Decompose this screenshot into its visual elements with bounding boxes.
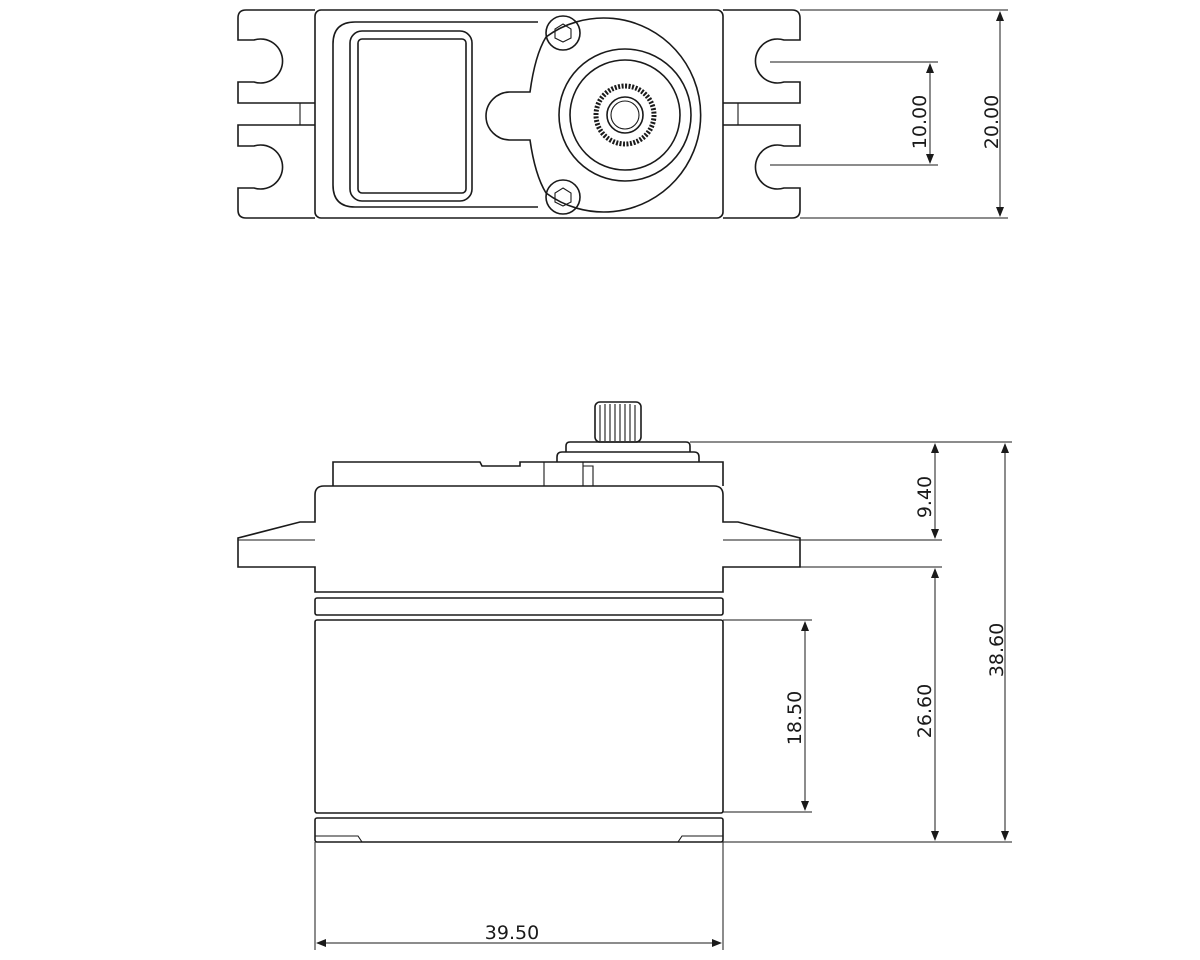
upper-case-with-flanges (237, 485, 801, 593)
spline-teeth (599, 404, 636, 441)
gear-housing (485, 17, 702, 213)
top-cover (332, 461, 724, 486)
top-right-mounting-tab (723, 9, 801, 219)
output-gear-ring-outer (558, 48, 692, 182)
case-middle-extension-lines (723, 619, 812, 813)
bottom-case (314, 817, 724, 843)
side-view-dimensions: 38.60 9.40 26.60 18.50 39.50 (314, 441, 1012, 950)
top-view (237, 9, 801, 219)
screw-head-icon (545, 15, 581, 51)
dimension-length-label: 39.50 (485, 922, 539, 944)
output-gear-cap (565, 441, 691, 452)
dimension-hole-spacing-label: 10.00 (909, 95, 931, 149)
hole-spacing-extension-lines (770, 61, 938, 166)
output-spline-side (594, 401, 642, 443)
screw-bottom (545, 179, 581, 215)
screw-head-icon (545, 179, 581, 215)
output-shaft (606, 96, 644, 134)
length-extension-lines (314, 842, 724, 950)
top-body-outline (314, 9, 724, 219)
top-left-mounting-tab (237, 9, 315, 219)
case-band (314, 597, 724, 616)
screw-top (545, 15, 581, 51)
dimension-below-flange-label: 26.60 (914, 684, 936, 738)
dimension-above-flange-label: 9.40 (914, 476, 936, 518)
flange-extension-lines (800, 539, 942, 568)
output-gear-ring-inner (569, 59, 681, 171)
side-view (237, 401, 801, 843)
label-window-inner (357, 38, 467, 194)
middle-case (314, 619, 724, 814)
hex-socket-icon (554, 187, 572, 207)
dimension-case-middle-label: 18.50 (784, 691, 806, 745)
output-spline (593, 83, 657, 147)
bottom-feet (315, 835, 723, 843)
output-shaft-hole (610, 100, 640, 130)
total-height-extension-lines (690, 441, 1012, 843)
dimension-total-height-label: 38.60 (986, 623, 1008, 677)
label-window-outer (349, 30, 473, 202)
width-extension-lines (800, 9, 1008, 219)
hex-socket-icon (554, 23, 572, 43)
label-recess (332, 21, 538, 208)
top-cover-details (543, 462, 594, 486)
top-view-dimensions: 20.00 10.00 (770, 9, 1008, 219)
output-gear-base (556, 451, 700, 462)
dimension-width-label: 20.00 (981, 95, 1003, 149)
